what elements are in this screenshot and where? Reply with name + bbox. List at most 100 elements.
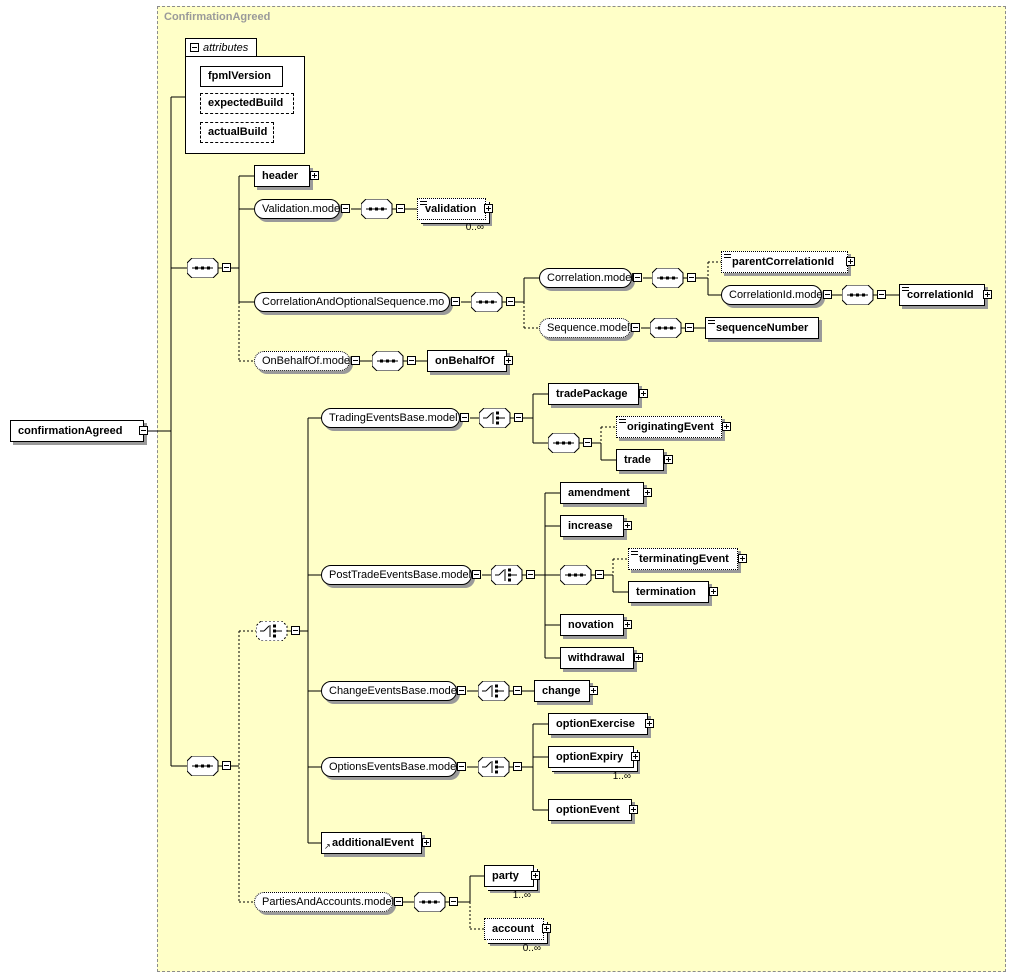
element-change[interactable]: change [534, 680, 590, 702]
expand-icon[interactable] [589, 686, 598, 695]
element-withdrawal[interactable]: withdrawal [560, 647, 634, 669]
expand-icon[interactable] [623, 521, 632, 530]
expand-icon[interactable] [664, 455, 673, 464]
element-additional-event[interactable]: ↗additionalEvent [321, 832, 422, 854]
collapse-icon[interactable] [633, 273, 642, 282]
sequence-compositor[interactable] [471, 292, 515, 312]
expand-icon[interactable] [422, 838, 431, 847]
collapse-icon[interactable] [631, 323, 640, 332]
attribute-fpml-version[interactable]: fpmlVersion [200, 66, 283, 87]
group-post-trade-events-base-model[interactable]: PostTradeEventsBase.model [321, 565, 472, 585]
collapse-icon[interactable] [451, 297, 460, 306]
group-on-behalf-of-model[interactable]: OnBehalfOf.model [254, 351, 353, 371]
choice-compositor[interactable] [479, 408, 523, 428]
element-label: increase [568, 520, 613, 532]
sequence-compositor[interactable] [372, 351, 416, 371]
collapse-icon[interactable] [190, 43, 199, 52]
attribute-actual-build[interactable]: actualBuild [200, 122, 274, 143]
element-terminating-event[interactable]: terminatingEvent [628, 548, 738, 570]
element-trade-package[interactable]: tradePackage [548, 383, 639, 405]
sequence-compositor[interactable] [548, 433, 592, 453]
collapse-icon[interactable] [139, 426, 148, 435]
expand-icon[interactable] [639, 389, 648, 398]
expand-icon[interactable] [629, 805, 638, 814]
documentation-icon [619, 419, 626, 424]
element-label: additionalEvent [332, 837, 414, 849]
element-label: amendment [568, 487, 630, 499]
group-label: OnBehalfOf.model [262, 355, 353, 367]
expand-icon[interactable] [634, 653, 643, 662]
group-label: PartiesAndAccounts.model [262, 896, 395, 908]
collapse-icon[interactable] [394, 897, 403, 906]
expand-icon[interactable] [542, 924, 551, 933]
sequence-compositor[interactable] [652, 268, 696, 288]
group-validation-model[interactable]: Validation.model [254, 199, 343, 219]
choice-compositor[interactable] [478, 681, 522, 701]
expand-icon[interactable] [631, 752, 640, 761]
root-element-confirmation-agreed[interactable]: confirmationAgreed [10, 420, 144, 442]
element-parent-correlation-id[interactable]: parentCorrelationId [721, 251, 848, 273]
group-sequence-model[interactable]: Sequence.model [539, 318, 631, 338]
group-correlation-model[interactable]: Correlation.model [539, 268, 634, 288]
choice-compositor[interactable] [478, 757, 522, 777]
collapse-icon[interactable] [351, 356, 360, 365]
element-label: tradePackage [556, 388, 628, 400]
sequence-compositor[interactable] [842, 285, 886, 305]
collapse-icon[interactable] [457, 762, 466, 771]
group-change-events-base-model[interactable]: ChangeEventsBase.model [321, 681, 459, 701]
element-label: party [492, 870, 519, 882]
expand-icon[interactable] [643, 488, 652, 497]
expand-icon[interactable] [504, 356, 513, 365]
attribute-expected-build[interactable]: expectedBuild [200, 93, 294, 114]
group-trading-events-base-model[interactable]: TradingEventsBase.model [321, 408, 460, 428]
sequence-compositor[interactable] [414, 892, 458, 912]
documentation-icon [420, 201, 427, 206]
element-option-event[interactable]: optionEvent [548, 799, 632, 821]
expand-icon[interactable] [645, 719, 654, 728]
collapse-icon[interactable] [460, 413, 469, 422]
expand-icon[interactable] [738, 554, 747, 563]
sequence-compositor[interactable] [187, 756, 231, 776]
group-correlation-and-optional-sequence-model[interactable]: CorrelationAndOptionalSequence.mo [254, 292, 450, 312]
attributes-tab[interactable]: attributes [185, 38, 257, 57]
sequence-compositor[interactable] [560, 565, 604, 585]
sequence-compositor[interactable] [650, 318, 694, 338]
element-novation[interactable]: novation [560, 614, 624, 636]
expand-icon[interactable] [983, 290, 992, 299]
group-parties-and-accounts-model[interactable]: PartiesAndAccounts.model [254, 892, 395, 912]
expand-icon[interactable] [310, 171, 319, 180]
expand-icon[interactable] [484, 204, 493, 213]
expand-icon[interactable] [623, 620, 632, 629]
element-originating-event[interactable]: originatingEvent [616, 416, 722, 438]
element-sequence-number[interactable]: sequenceNumber [705, 317, 819, 339]
element-trade[interactable]: trade [616, 449, 664, 471]
collapse-icon[interactable] [472, 570, 481, 579]
expand-icon[interactable] [846, 257, 855, 266]
element-increase[interactable]: increase [560, 515, 624, 537]
expand-icon[interactable] [709, 587, 718, 596]
sequence-compositor[interactable] [187, 258, 231, 278]
element-termination[interactable]: termination [628, 581, 709, 603]
collapse-icon[interactable] [341, 204, 350, 213]
element-amendment[interactable]: amendment [560, 482, 644, 504]
cardinality-label: 1..∞ [612, 771, 631, 782]
element-label: account [492, 923, 535, 935]
group-correlation-id-model[interactable]: CorrelationId.model [721, 285, 825, 305]
sequence-compositor[interactable] [361, 199, 405, 219]
element-option-exercise[interactable]: optionExercise [548, 713, 648, 735]
element-correlation-id[interactable]: correlationId [899, 284, 985, 306]
collapse-icon[interactable] [823, 290, 832, 299]
element-label: validation [425, 203, 477, 215]
collapse-icon[interactable] [457, 686, 466, 695]
choice-compositor[interactable] [491, 565, 535, 585]
expand-icon[interactable] [722, 422, 731, 431]
element-header[interactable]: header [254, 165, 310, 187]
choice-compositor[interactable] [256, 621, 300, 641]
group-options-events-base-model[interactable]: OptionsEventsBase.model [321, 757, 459, 777]
expand-icon[interactable] [531, 871, 540, 880]
element-on-behalf-of[interactable]: onBehalfOf [427, 350, 507, 372]
